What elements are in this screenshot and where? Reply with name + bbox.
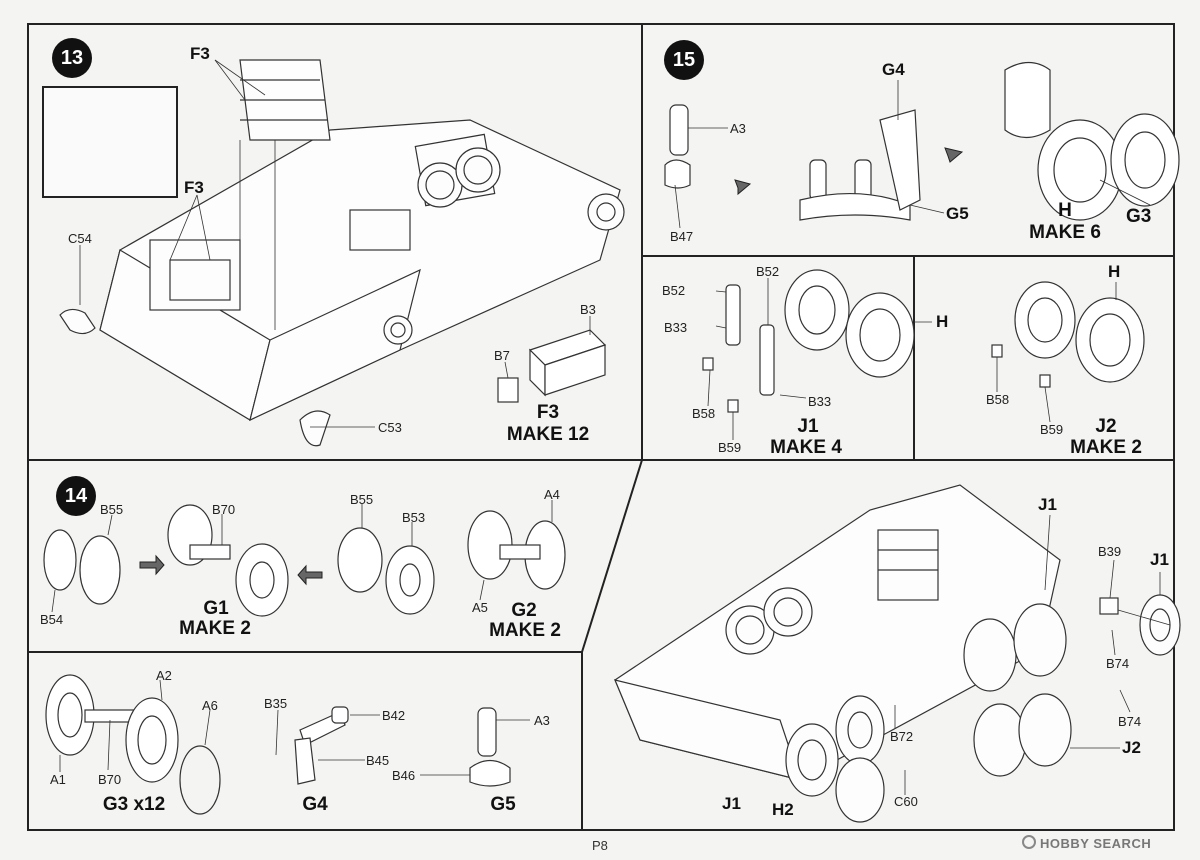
watermark-icon <box>1022 835 1036 849</box>
label-b70-s14: B70 <box>212 502 236 517</box>
label-b58-j1: B58 <box>692 406 716 421</box>
label-g3: G3 <box>1126 206 1152 227</box>
label-b39: B39 <box>1098 544 1122 559</box>
label-h-j1: H <box>936 312 949 331</box>
label-b58-j2: B58 <box>986 392 1010 407</box>
label-h-j2: H <box>1108 262 1121 281</box>
label-b72: B72 <box>890 729 914 744</box>
label-a6: A6 <box>202 698 218 713</box>
inset-f3-detail <box>42 86 178 198</box>
caption-g2-title: G2 <box>511 600 537 621</box>
suspension-drawing-15 <box>664 61 1180 221</box>
caption-j1-title: J1 <box>797 416 819 437</box>
label-b52-right: B52 <box>756 264 780 279</box>
label-c53: C53 <box>378 420 402 435</box>
label-h2: H2 <box>772 800 794 819</box>
label-f3-top: F3 <box>190 44 210 63</box>
label-b33-right: B33 <box>808 394 832 409</box>
caption-g4: G4 <box>302 794 328 815</box>
label-b74-upper: B74 <box>1106 656 1130 671</box>
caption-h-make: MAKE 6 <box>1029 222 1101 243</box>
label-b59-j1: B59 <box>718 440 742 455</box>
caption-j2-make: MAKE 2 <box>1070 437 1142 458</box>
final-assembly-drawing <box>613 484 1181 823</box>
label-g4: G4 <box>882 60 905 79</box>
caption-g5: G5 <box>490 794 516 815</box>
label-a3-bottom: A3 <box>534 713 550 728</box>
roadwheel-drawing <box>45 674 511 815</box>
caption-j2-title: J2 <box>1095 416 1117 437</box>
hull-drawing-13 <box>59 59 625 447</box>
label-a2: A2 <box>156 668 172 683</box>
label-a5: A5 <box>472 600 488 615</box>
caption-g1-make: MAKE 2 <box>179 618 251 639</box>
caption-f3-make: MAKE 12 <box>506 424 590 445</box>
label-j1-upper: J1 <box>1038 495 1057 514</box>
caption-g2-make: MAKE 2 <box>489 620 561 641</box>
label-b3: B3 <box>580 302 596 317</box>
label-a3: A3 <box>730 121 746 136</box>
label-b55-right: B55 <box>350 492 374 507</box>
label-b42: B42 <box>382 708 406 723</box>
caption-j1-make: MAKE 4 <box>770 437 842 458</box>
caption-f3-title: F3 <box>536 402 560 423</box>
label-b52-left: B52 <box>662 283 686 298</box>
label-j1-right: J1 <box>1150 550 1169 569</box>
j2-assembly-drawing <box>991 281 1145 388</box>
page-number: P8 <box>592 838 608 853</box>
label-j2-final: J2 <box>1122 738 1141 757</box>
arrow-icons-14 <box>139 554 323 586</box>
label-b59-j2: B59 <box>1040 422 1064 437</box>
arrow-icons-15 <box>734 147 964 196</box>
label-b45: B45 <box>366 753 390 768</box>
label-a1: A1 <box>50 772 66 787</box>
label-b74-lower: B74 <box>1118 714 1142 729</box>
label-c60: C60 <box>894 794 918 809</box>
caption-g3: G3 x12 <box>102 794 166 815</box>
watermark-text: HOBBY SEARCH <box>1040 836 1152 851</box>
label-b53: B53 <box>402 510 426 525</box>
label-b46: B46 <box>392 768 416 783</box>
j1-assembly-drawing <box>702 269 915 413</box>
step-14-marker: 14 <box>56 476 96 516</box>
step-13-marker: 13 <box>52 38 92 78</box>
label-b33-left: B33 <box>664 320 688 335</box>
label-f3-left: F3 <box>184 178 204 197</box>
sprocket-drawing-14 <box>43 504 566 617</box>
label-j1-lower: J1 <box>722 794 741 813</box>
label-b47: B47 <box>670 229 694 244</box>
f3-box-drawing <box>497 329 607 403</box>
label-a4: A4 <box>544 487 560 502</box>
label-b55-left: B55 <box>100 502 124 517</box>
caption-h-title: H <box>1058 200 1072 221</box>
label-b7: B7 <box>494 348 510 363</box>
label-b70-bottom: B70 <box>98 772 122 787</box>
label-g5: G5 <box>946 204 969 223</box>
caption-g1-title: G1 <box>203 598 229 619</box>
label-b35: B35 <box>264 696 288 711</box>
label-b54: B54 <box>40 612 64 627</box>
label-c54: C54 <box>68 231 92 246</box>
step-15-marker: 15 <box>664 40 704 80</box>
